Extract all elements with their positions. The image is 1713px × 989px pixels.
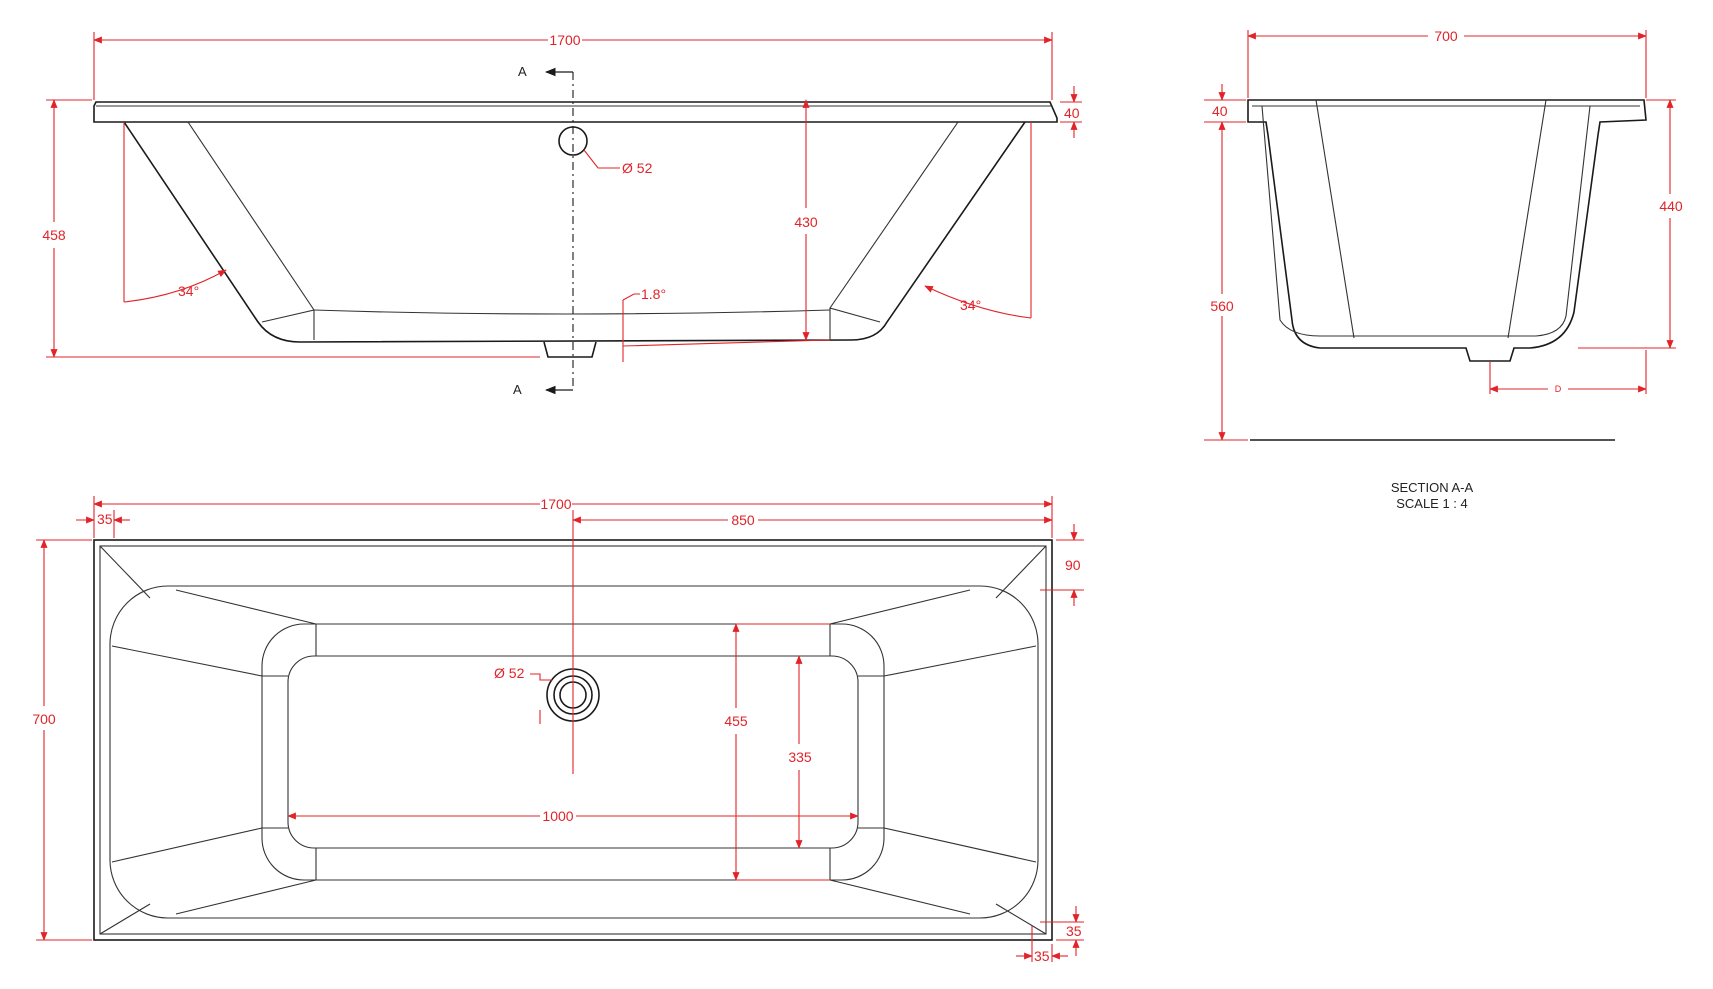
plan-corner-offset-label: 35 [97,511,113,527]
side-length-label: 1700 [549,32,580,48]
plan-corner-lines [99,545,1047,935]
plan-floor-length-label: 1000 [542,808,573,824]
side-bowl-left-panel [187,121,315,340]
side-rim-outline [93,101,1058,123]
plan-width-label: 700 [32,711,56,727]
angle-arc-right [924,285,1032,319]
section-title: SECTION A-A [1391,480,1474,495]
plan-floor-width-label: 335 [788,749,812,765]
leader-line [622,293,640,301]
plan-rim-width-label: 90 [1065,557,1081,573]
side-overflow-label: Ø 52 [622,160,653,176]
side-bowl-floor-line [313,309,831,315]
side-height-label: 458 [42,227,66,243]
side-rim-label: 40 [1064,105,1080,121]
leader-line [530,673,552,681]
section-rim-label: 40 [1212,103,1228,119]
leader-line [583,149,620,169]
section-panel-lines [1315,99,1547,339]
section-label-bottom: A [513,382,522,397]
section-width-label: 700 [1434,28,1458,44]
plan-bottom-offset-label: 35 [1066,923,1082,939]
side-slope-label: 1.8° [641,286,666,302]
section-overall-height-label: 560 [1210,298,1234,314]
side-body-outline [123,121,1026,343]
side-elevation-view: A A 1700 40 458 430 Ø 52 1.8° [42,32,1082,397]
section-waste-offset-label: D [1555,384,1562,394]
side-bowl-right-panel [829,121,959,340]
side-waste-outlet [543,341,597,358]
plan-half-length-label: 850 [731,512,755,528]
side-angle-left-label: 34° [178,283,199,299]
slope-ref-line [622,339,831,347]
plan-right-offset-label: 35 [1034,948,1050,964]
section-outline [1247,99,1647,362]
side-depth-label: 430 [794,214,818,230]
section-inner-height-label: 440 [1659,198,1683,214]
plan-bowl-top [109,585,1039,919]
section-inner-wall [1261,105,1591,337]
section-scale: SCALE 1 : 4 [1396,496,1468,511]
side-angle-right-label: 34° [960,297,981,313]
plan-length-label: 1700 [540,496,571,512]
section-label-top: A [518,64,527,79]
plan-panel-lines [111,589,1037,915]
plan-waste-label: Ø 52 [494,665,525,681]
angle-arc-left [123,269,227,303]
plan-view: 1700 850 35 90 700 Ø 52 455 [32,496,1084,964]
section-view: 700 40 440 560 D SECTION A-A SCALE 1 : 4 [1204,28,1683,511]
plan-basin-width-label: 455 [724,713,748,729]
